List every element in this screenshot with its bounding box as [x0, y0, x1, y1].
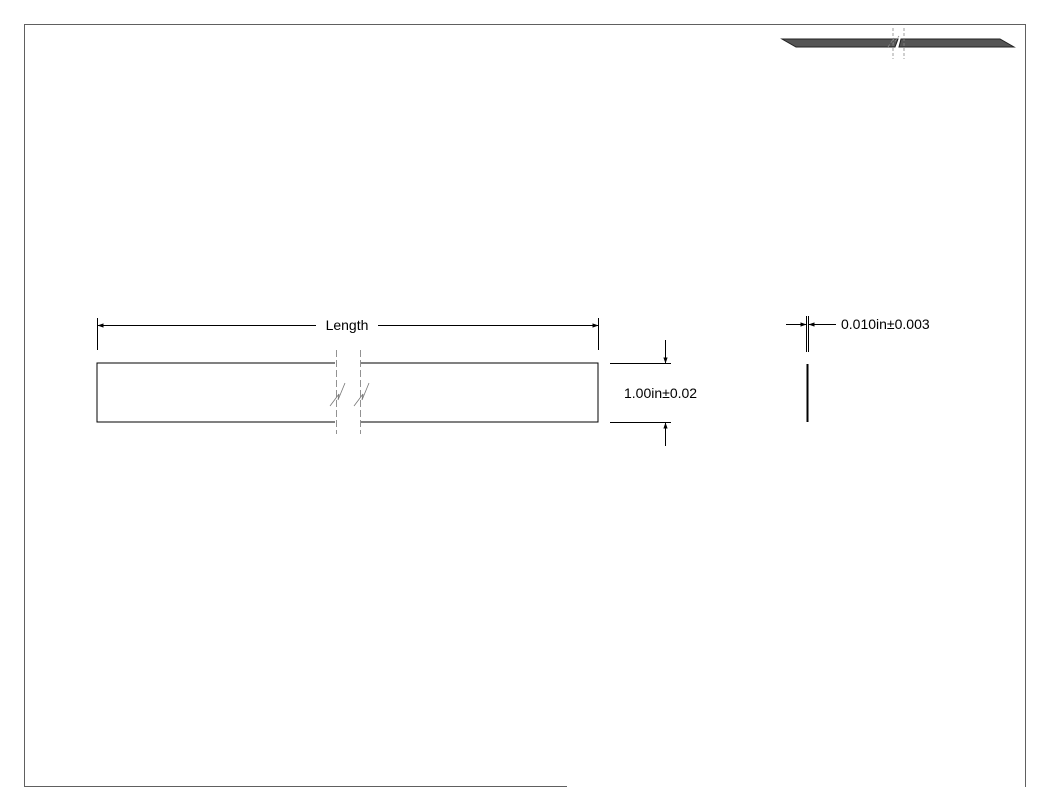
strip-front-view — [96, 362, 599, 423]
iso-strip-right — [898, 38, 1016, 48]
thickness-dimension: 0.010in±0.003 — [786, 316, 930, 352]
length-label: Length — [326, 317, 369, 333]
sheet-frame — [24, 24, 1026, 787]
width-label: 1.00in±0.02 — [624, 385, 697, 401]
isometric-view — [780, 28, 1016, 59]
break-symbol — [329, 350, 370, 434]
width-dimension: 1.00in±0.02 — [610, 340, 697, 446]
thickness-label: 0.010in±0.003 — [841, 316, 930, 332]
length-dimension: Length — [97, 317, 599, 350]
iso-strip-left — [780, 38, 899, 48]
strip-right-segment — [361, 362, 599, 423]
strip-left-segment — [96, 362, 335, 423]
iso-break-lines — [887, 28, 905, 59]
